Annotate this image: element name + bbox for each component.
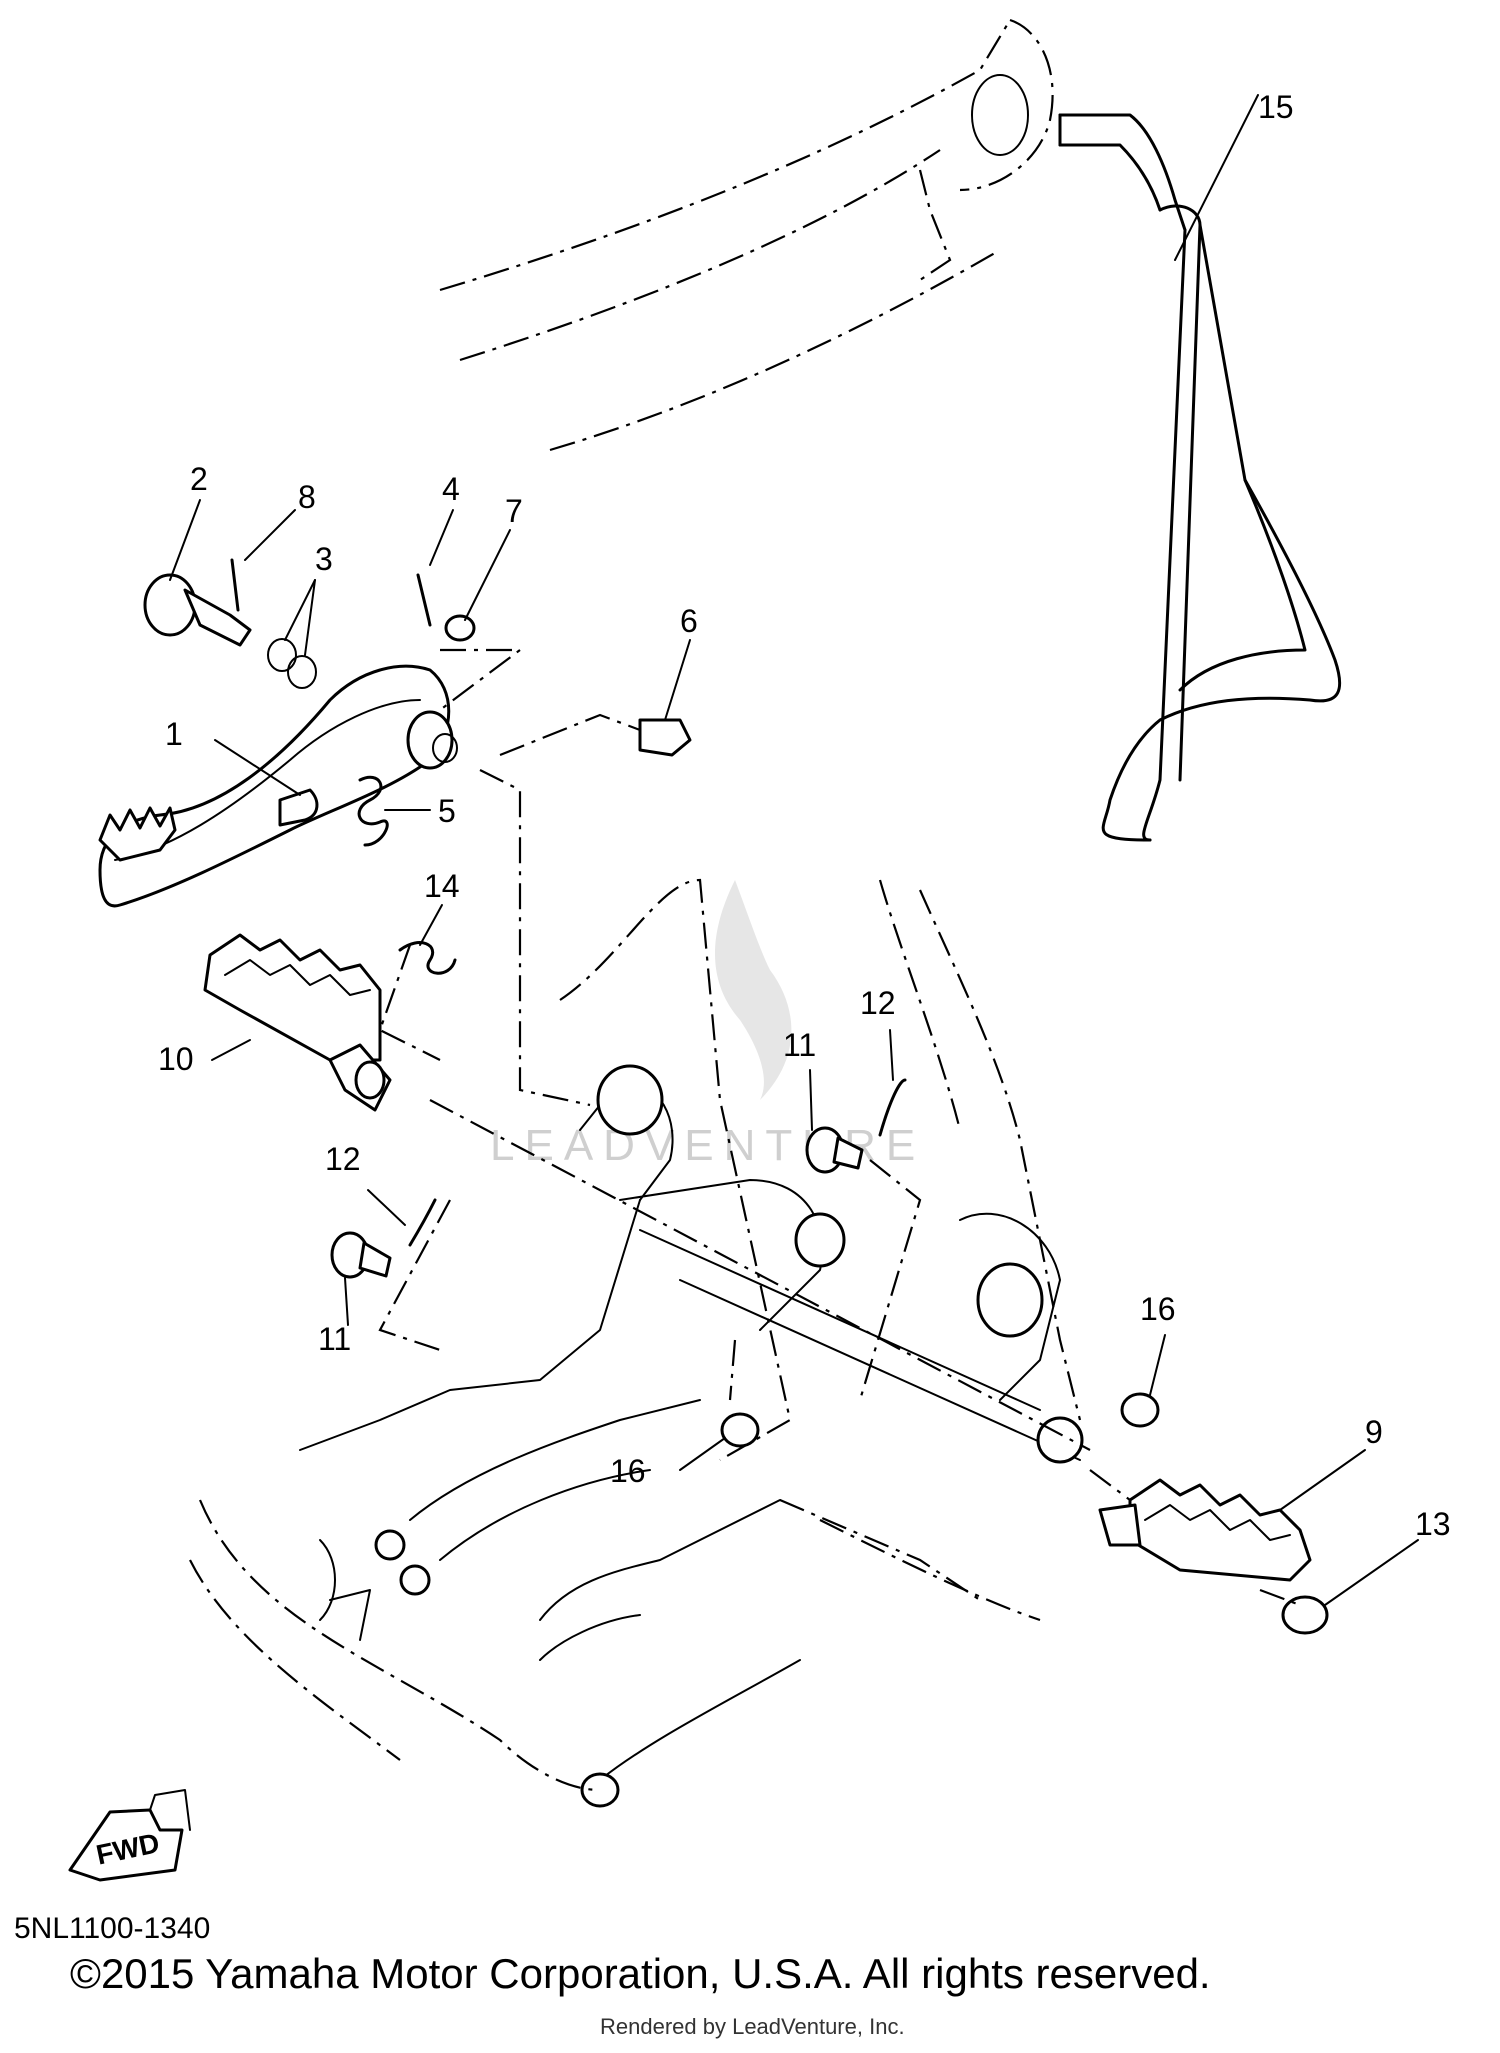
callout-1: 1	[165, 716, 183, 752]
callout-7: 7	[505, 493, 523, 529]
cotter-pin-lower	[408, 1198, 437, 1247]
callout-8: 8	[298, 479, 316, 515]
callout-2: 2	[190, 461, 208, 497]
callout-13: 13	[1415, 1506, 1451, 1542]
callout-16-right: 16	[1140, 1291, 1176, 1327]
watermark: LEADVENTURE	[490, 880, 915, 1170]
washer-7	[444, 614, 476, 642]
callout-6: 6	[680, 603, 698, 639]
frame	[189, 878, 1084, 1808]
cotter-pin-8	[230, 558, 240, 612]
callout-3: 3	[315, 541, 333, 577]
spring-14	[398, 941, 457, 975]
cotter-pin-upper	[878, 1078, 907, 1137]
fwd-arrow: FWD	[68, 1789, 191, 1882]
brake-pedal	[98, 664, 458, 908]
callout-12-lower: 12	[325, 1141, 361, 1177]
callout-16-left: 16	[610, 1453, 646, 1489]
pivot-bolt	[143, 573, 252, 647]
callout-15: 15	[1258, 89, 1294, 125]
diagram-code: 5NL1100-1340	[14, 1912, 211, 1945]
callouts: 2 8 3 4 7 6 1 5 14 10 12 11 12 11 15 16 …	[158, 89, 1451, 1542]
callout-9: 9	[1365, 1414, 1383, 1450]
callout-12-upper: 12	[860, 985, 896, 1021]
washer-16-right	[1120, 1392, 1160, 1428]
pin-6	[638, 718, 692, 757]
spring-13	[1281, 1595, 1329, 1635]
callout-10: 10	[158, 1041, 194, 1077]
leader-lines	[169, 94, 1419, 1606]
sidestand	[1058, 113, 1342, 842]
bolt-lower	[330, 1231, 392, 1279]
rendered-by-credit: Rendered by LeadVenture, Inc.	[600, 2014, 905, 2039]
callout-11-upper: 11	[783, 1027, 816, 1063]
callout-11-lower: 11	[318, 1321, 351, 1357]
washer-16-left	[720, 1412, 760, 1448]
bolt-upper	[805, 1126, 864, 1174]
cotter-pin-4	[416, 573, 432, 627]
footrest-left	[203, 933, 392, 1112]
callout-14: 14	[424, 868, 460, 904]
spring-5	[357, 775, 389, 847]
copyright-notice: ©2015 Yamaha Motor Corporation, U.S.A. A…	[70, 1950, 1211, 1997]
callout-5: 5	[438, 793, 456, 829]
footrest-right	[1098, 1478, 1312, 1582]
swingarm-outline	[439, 18, 1054, 452]
callout-4: 4	[442, 471, 460, 507]
o-rings	[267, 638, 317, 689]
